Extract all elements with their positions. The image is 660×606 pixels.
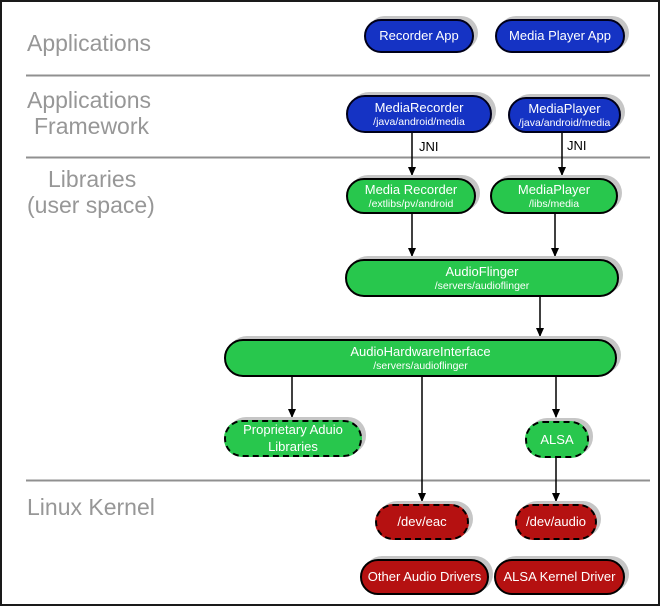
node-alsa-kernel-driver: ALSA Kernel Driver: [494, 559, 625, 595]
node-mediarecorder-framework: MediaRecorder /java/android/media: [346, 95, 492, 133]
layer-label-applications-framework: Applications Framework: [27, 87, 152, 139]
jni-label-right: JNI: [567, 138, 587, 153]
layer-label-libraries: Libraries (user space): [27, 166, 155, 218]
node-other-audio-drivers: Other Audio Drivers: [360, 559, 489, 595]
node-mediaplayer-lib: MediaPlayer /libs/media: [490, 178, 618, 214]
node-recorder-app-title: Recorder App: [379, 28, 459, 44]
node-media-player-app-title: Media Player App: [509, 28, 611, 44]
node-recorder-app: Recorder App: [364, 19, 474, 53]
jni-label-left: JNI: [419, 139, 439, 154]
node-alsa: ALSA: [525, 421, 589, 458]
node-dev-eac: /dev/eac: [375, 504, 469, 540]
node-media-player-app: Media Player App: [495, 19, 625, 53]
layer-label-linux-kernel: Linux Kernel: [27, 494, 155, 520]
layer-label-applications: Applications: [27, 30, 152, 56]
node-mediaplayer-framework: MediaPlayer /java/android/media: [508, 97, 621, 133]
node-audiohardwareinterface: AudioHardwareInterface /servers/audiofli…: [224, 339, 617, 377]
node-proprietary-audio-libraries: Proprietary Aduio Libraries: [224, 420, 362, 457]
node-dev-audio: /dev/audio: [515, 504, 597, 540]
node-media-recorder-lib: Media Recorder /extlibs/pv/android: [346, 178, 476, 214]
node-audioflinger: AudioFlinger /servers/audioflinger: [345, 259, 619, 297]
